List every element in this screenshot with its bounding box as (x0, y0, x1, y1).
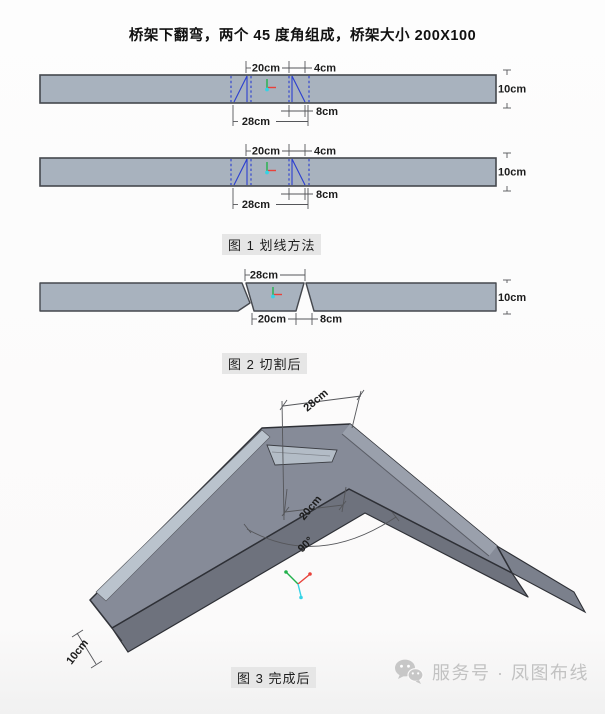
watermark: 服务号 · 凤图布线 (394, 658, 589, 686)
dim-label-top-offset: 4cm (314, 63, 336, 75)
tray-right-leg-edge-strip (342, 424, 497, 556)
dim-label-bottom-width: 28cm (242, 199, 270, 211)
dim-label-height: 10cm (64, 637, 91, 667)
figure1-bar-a: 20cm 4cm 8cm 28cm 10cm (39, 61, 526, 128)
cut-piece-left (39, 282, 251, 312)
axis-triad-icon (284, 570, 312, 600)
dimensions: 20cm 4cm 8cm 28cm 10cm (232, 61, 526, 128)
dim-label-bottom-width: 28cm (242, 116, 270, 128)
figure1-bar-b: 20cm 4cm 8cm 28cm 10cm (39, 144, 526, 211)
figure2-cut-bar: 28cm 20cm 8cm 10cm (39, 269, 526, 326)
dim-label-top-width: 20cm (252, 146, 280, 158)
axis-triad-icon (265, 162, 276, 175)
dim-label-height: 10cm (498, 292, 526, 304)
tray-end-cross-section (89, 599, 123, 642)
page-title: 桥架下翻弯，两个 45 度角组成，桥架大小 200X100 (128, 28, 477, 44)
cut-marking-lines (230, 158, 310, 186)
wechat-icon (395, 659, 424, 684)
axis-triad-icon (271, 287, 282, 299)
dim-label-top-width: 20cm (252, 63, 280, 75)
dim-label-height: 10cm (498, 167, 526, 179)
figure1-caption: 图 1 划线方法 (222, 234, 322, 255)
dimensions: 28cm 20cm 8cm 10cm (244, 269, 526, 326)
dim-label-bottom-offset: 8cm (316, 106, 338, 118)
figure2-caption: 图 2 切割后 (222, 353, 308, 374)
dimensions: 20cm 4cm 8cm 28cm 10cm (232, 144, 526, 211)
cut-marking-lines (230, 75, 310, 103)
axis-triad-icon (265, 79, 276, 92)
dim-label-top-width: 28cm (250, 270, 278, 282)
tray-flat-top-section (266, 444, 338, 466)
dim-label-top-offset: 4cm (314, 146, 336, 158)
watermark-label: 服务号 · 凤图布线 (432, 663, 589, 683)
dim-label-bottom-width: 20cm (258, 314, 286, 326)
dim-label-height: 10cm (498, 84, 526, 96)
dim-label-bottom-offset: 8cm (320, 314, 342, 326)
cut-piece-right (305, 282, 497, 312)
figure3-3d-tray: 28cm 20cm 90° 10cm (64, 387, 587, 669)
tray-channel-lip (95, 429, 271, 602)
cut-piece-middle (245, 282, 305, 312)
figure3-caption: 图 3 完成后 (231, 667, 317, 688)
dim-label-bottom-offset: 8cm (316, 189, 338, 201)
